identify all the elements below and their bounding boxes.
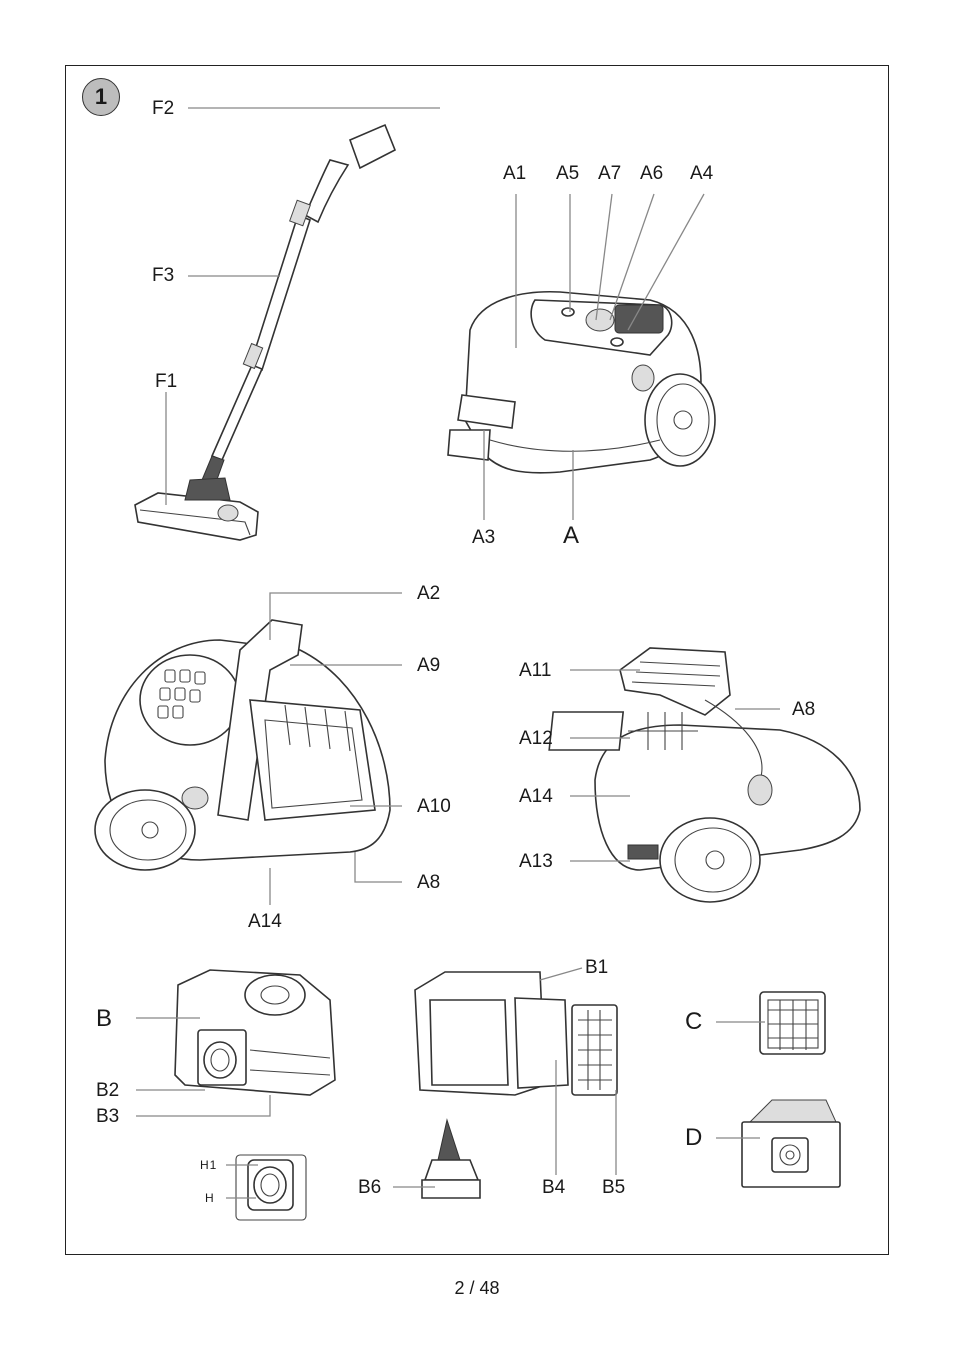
label-a8-right: A8	[792, 699, 816, 720]
leader-lines	[136, 107, 780, 1199]
label-d: D	[685, 1124, 703, 1151]
label-b3: B3	[96, 1106, 120, 1127]
label-a10: A10	[417, 796, 451, 817]
figure-number-badge: 1	[82, 78, 120, 116]
label-a2: A2	[417, 583, 441, 604]
label-a6: A6	[640, 163, 664, 184]
label-a14-left: A14	[248, 911, 282, 932]
label-a5: A5	[556, 163, 580, 184]
hepa-filter-illustration	[759, 991, 826, 1055]
label-b: B	[96, 1005, 113, 1032]
label-h1: H1	[200, 1158, 218, 1172]
label-a7: A7	[598, 163, 622, 184]
inlet-detail-illustration	[235, 1154, 307, 1221]
label-a3: A3	[472, 527, 496, 548]
label-f3: F3	[152, 265, 175, 286]
figure-frame	[65, 65, 889, 1255]
filter-access-illustration	[548, 647, 861, 903]
open-vacuum-illustration	[94, 619, 391, 871]
label-a1: A1	[503, 163, 527, 184]
label-b1: B1	[585, 957, 609, 978]
label-a14-right: A14	[519, 786, 553, 807]
dust-container-illustration	[174, 969, 336, 1096]
label-a11: A11	[519, 660, 552, 681]
label-h: H	[205, 1191, 215, 1205]
page-number: 2 / 48	[454, 1278, 500, 1298]
label-a4: A4	[690, 163, 714, 184]
label-a: A	[563, 522, 580, 549]
dust-bag-illustration	[741, 1099, 841, 1188]
label-f2: F2	[152, 98, 175, 119]
label-a9: A9	[417, 655, 441, 676]
label-a12: A12	[519, 728, 553, 749]
open-container-illustration	[414, 971, 618, 1096]
label-c: C	[685, 1008, 703, 1035]
cone-filter-illustration	[421, 1118, 481, 1199]
vacuum-body-illustration	[447, 290, 716, 474]
label-a13: A13	[519, 851, 553, 872]
hose-and-tube-illustration	[134, 105, 501, 541]
label-b2: B2	[96, 1080, 120, 1101]
label-a8-left: A8	[417, 872, 441, 893]
label-b5: B5	[602, 1177, 626, 1198]
label-b4: B4	[542, 1177, 566, 1198]
label-b6: B6	[358, 1177, 382, 1198]
label-f1: F1	[155, 371, 178, 392]
